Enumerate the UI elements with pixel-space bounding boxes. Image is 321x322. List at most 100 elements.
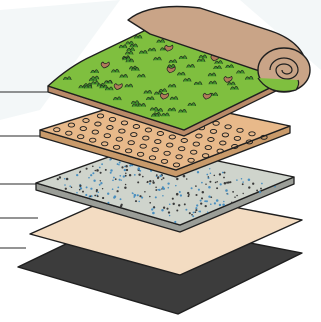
grass-tuft bbox=[137, 73, 146, 78]
substrate-speckle bbox=[167, 211, 171, 214]
substrate-speckle bbox=[222, 203, 225, 206]
leaf-mark bbox=[113, 83, 123, 90]
substrate-speckle bbox=[208, 185, 211, 189]
substrate-speckle bbox=[94, 169, 97, 172]
substrate-speckle bbox=[137, 181, 140, 184]
substrate-speckle bbox=[174, 220, 177, 224]
substrate-speckle bbox=[124, 183, 127, 186]
layer-turf bbox=[47, 5, 311, 137]
substrate-speckle bbox=[161, 188, 163, 190]
substrate-speckle bbox=[161, 186, 165, 189]
substrate-speckle bbox=[98, 183, 101, 186]
grass-tuft bbox=[90, 75, 100, 80]
substrate-speckle bbox=[124, 165, 126, 168]
substrate-speckle bbox=[101, 163, 103, 166]
grass-tuft bbox=[113, 96, 122, 101]
drainage-dimple bbox=[151, 147, 159, 153]
substrate-speckle bbox=[210, 196, 213, 199]
substrate-speckle bbox=[167, 186, 170, 189]
grass-tuft bbox=[104, 86, 114, 91]
substrate-speckles bbox=[56, 147, 276, 224]
substrate-top bbox=[35, 144, 295, 226]
substrate-speckle bbox=[191, 213, 193, 216]
substrate-speckle bbox=[172, 202, 175, 206]
substrate-speckle bbox=[176, 209, 179, 212]
drainage-dimple bbox=[115, 136, 123, 142]
substrate-speckle bbox=[99, 171, 102, 174]
drainage-dimple bbox=[101, 141, 109, 147]
substrate-speckle bbox=[90, 187, 93, 190]
drainage-dimple bbox=[231, 144, 239, 149]
drainage-dimple bbox=[156, 131, 165, 136]
drainage-dimple bbox=[89, 137, 97, 143]
substrate-speckle bbox=[120, 179, 123, 181]
drainage-dimple bbox=[65, 130, 73, 136]
substrate-speckle bbox=[137, 167, 141, 170]
substrate-speckle bbox=[225, 189, 228, 192]
layer-substrate bbox=[35, 144, 295, 233]
grass-tufts bbox=[63, 34, 254, 117]
substrate-speckle bbox=[185, 208, 188, 211]
substrate-speckle bbox=[85, 193, 88, 197]
substrate-speckle bbox=[204, 204, 207, 208]
grass-tuft bbox=[153, 56, 162, 61]
substrate-speckle bbox=[101, 196, 105, 200]
substrate-speckle bbox=[111, 188, 114, 191]
substrate-speckle bbox=[121, 166, 124, 169]
substrate-speckle bbox=[166, 207, 169, 210]
substrate-speckle bbox=[230, 201, 233, 204]
drainage-dimple bbox=[248, 131, 256, 137]
substrate-speckle bbox=[88, 176, 90, 179]
substrate-speckle bbox=[219, 183, 222, 186]
substrate-speckle bbox=[79, 170, 82, 173]
substrate-speckle bbox=[209, 180, 212, 183]
substrate-speckle bbox=[182, 174, 186, 178]
substrate-speckle bbox=[124, 174, 127, 177]
grass-tuft bbox=[169, 96, 179, 100]
substrate-speckle bbox=[144, 190, 146, 193]
leaf-mark bbox=[202, 92, 212, 100]
grass-tuft bbox=[156, 39, 165, 43]
grass-tuft bbox=[137, 103, 146, 107]
substrate-speckle bbox=[168, 214, 171, 217]
substrate-speckle bbox=[218, 203, 222, 207]
grass-tuft bbox=[236, 69, 245, 74]
substrate-speckle bbox=[152, 211, 155, 215]
leaf-mark bbox=[164, 44, 174, 52]
substrate-speckle bbox=[201, 190, 205, 194]
substrate-speckle bbox=[157, 176, 160, 179]
substrate-speckle bbox=[78, 188, 81, 191]
drainage-dimple bbox=[168, 134, 176, 140]
substrate-speckle bbox=[195, 185, 197, 187]
substrate-speckle bbox=[159, 174, 162, 178]
drainage-dimple bbox=[216, 148, 224, 154]
substrate-speckle bbox=[58, 176, 62, 179]
drainage-dimple bbox=[96, 113, 105, 119]
substrate-speckle bbox=[64, 184, 66, 186]
substrate-speckle bbox=[153, 206, 156, 209]
grass-tuft bbox=[130, 100, 140, 105]
grass-tuft bbox=[90, 80, 100, 85]
substrate-speckle bbox=[64, 187, 67, 190]
substrate-speckle bbox=[199, 210, 202, 213]
grass-tuft bbox=[230, 86, 239, 90]
substrate-speckle bbox=[213, 174, 216, 177]
roll-grass-lip bbox=[257, 77, 300, 93]
drainage-dimple bbox=[130, 132, 138, 138]
substrate-speckle bbox=[242, 181, 244, 183]
substrate-speckle bbox=[148, 182, 151, 185]
substrate-speckle bbox=[122, 175, 125, 178]
grass-tuft bbox=[207, 72, 217, 77]
leaf-mark bbox=[100, 61, 110, 69]
grass-tuft bbox=[193, 81, 203, 86]
substrate-speckle bbox=[229, 181, 232, 184]
drainage-dimple bbox=[224, 124, 232, 130]
substrate-speckle bbox=[56, 177, 59, 181]
grass-tuft bbox=[111, 68, 120, 73]
substrate-speckle bbox=[223, 181, 227, 185]
grass-tuft bbox=[99, 84, 108, 89]
substrate-speckle bbox=[200, 202, 203, 205]
grass-tuft bbox=[176, 71, 186, 76]
grass-tuft bbox=[145, 96, 155, 101]
